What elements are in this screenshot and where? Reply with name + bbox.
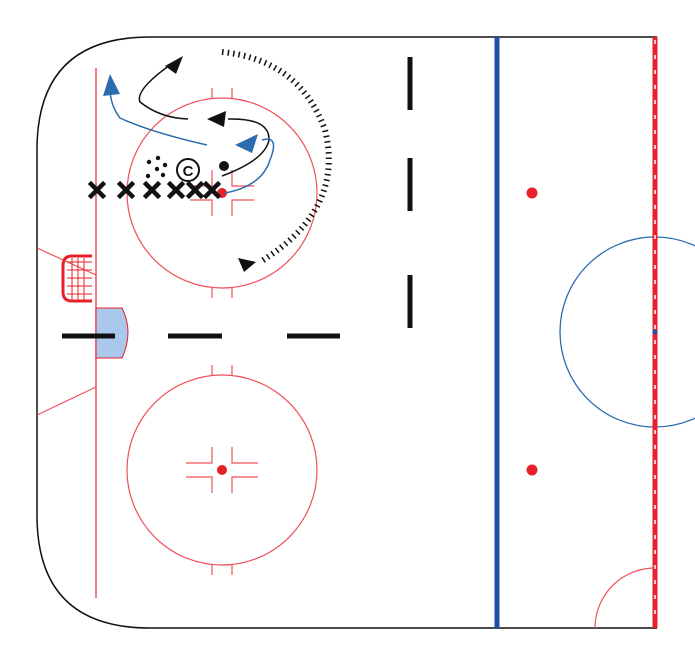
neutral-dot-top xyxy=(526,187,538,199)
goal-crease xyxy=(95,307,129,359)
player-x-markers xyxy=(87,180,222,200)
player-x xyxy=(185,180,205,200)
arrowhead-icon xyxy=(103,74,120,96)
skating-path-blue-2 xyxy=(224,138,275,194)
puck-pile-icon xyxy=(145,155,168,179)
goal-net-icon xyxy=(61,254,92,303)
puck-icon xyxy=(219,161,229,171)
arrowhead-icon xyxy=(235,134,258,153)
skating-path-blue-1 xyxy=(109,87,208,146)
coach-label: C xyxy=(183,163,194,180)
arrowhead-icon xyxy=(165,56,183,74)
center-dot xyxy=(652,329,658,335)
trapezoid-line-bottom xyxy=(36,386,97,416)
arrowhead-icon xyxy=(207,111,226,127)
faceoff-dot-bottom xyxy=(217,465,227,475)
player-x xyxy=(87,180,107,200)
player-x xyxy=(202,180,222,200)
neutral-dot-bottom xyxy=(526,464,538,476)
center-ice-partial-circle xyxy=(594,567,656,629)
rink-boards xyxy=(36,36,657,629)
coach-marker: C xyxy=(176,158,200,182)
arrowhead-icon xyxy=(238,258,256,272)
skating-path-black-1 xyxy=(138,64,189,120)
player-x xyxy=(142,180,162,200)
player-x xyxy=(116,180,136,200)
player-x xyxy=(166,180,186,200)
faceoff-circle-bottom xyxy=(126,365,318,575)
puck-carry-path xyxy=(221,49,332,265)
